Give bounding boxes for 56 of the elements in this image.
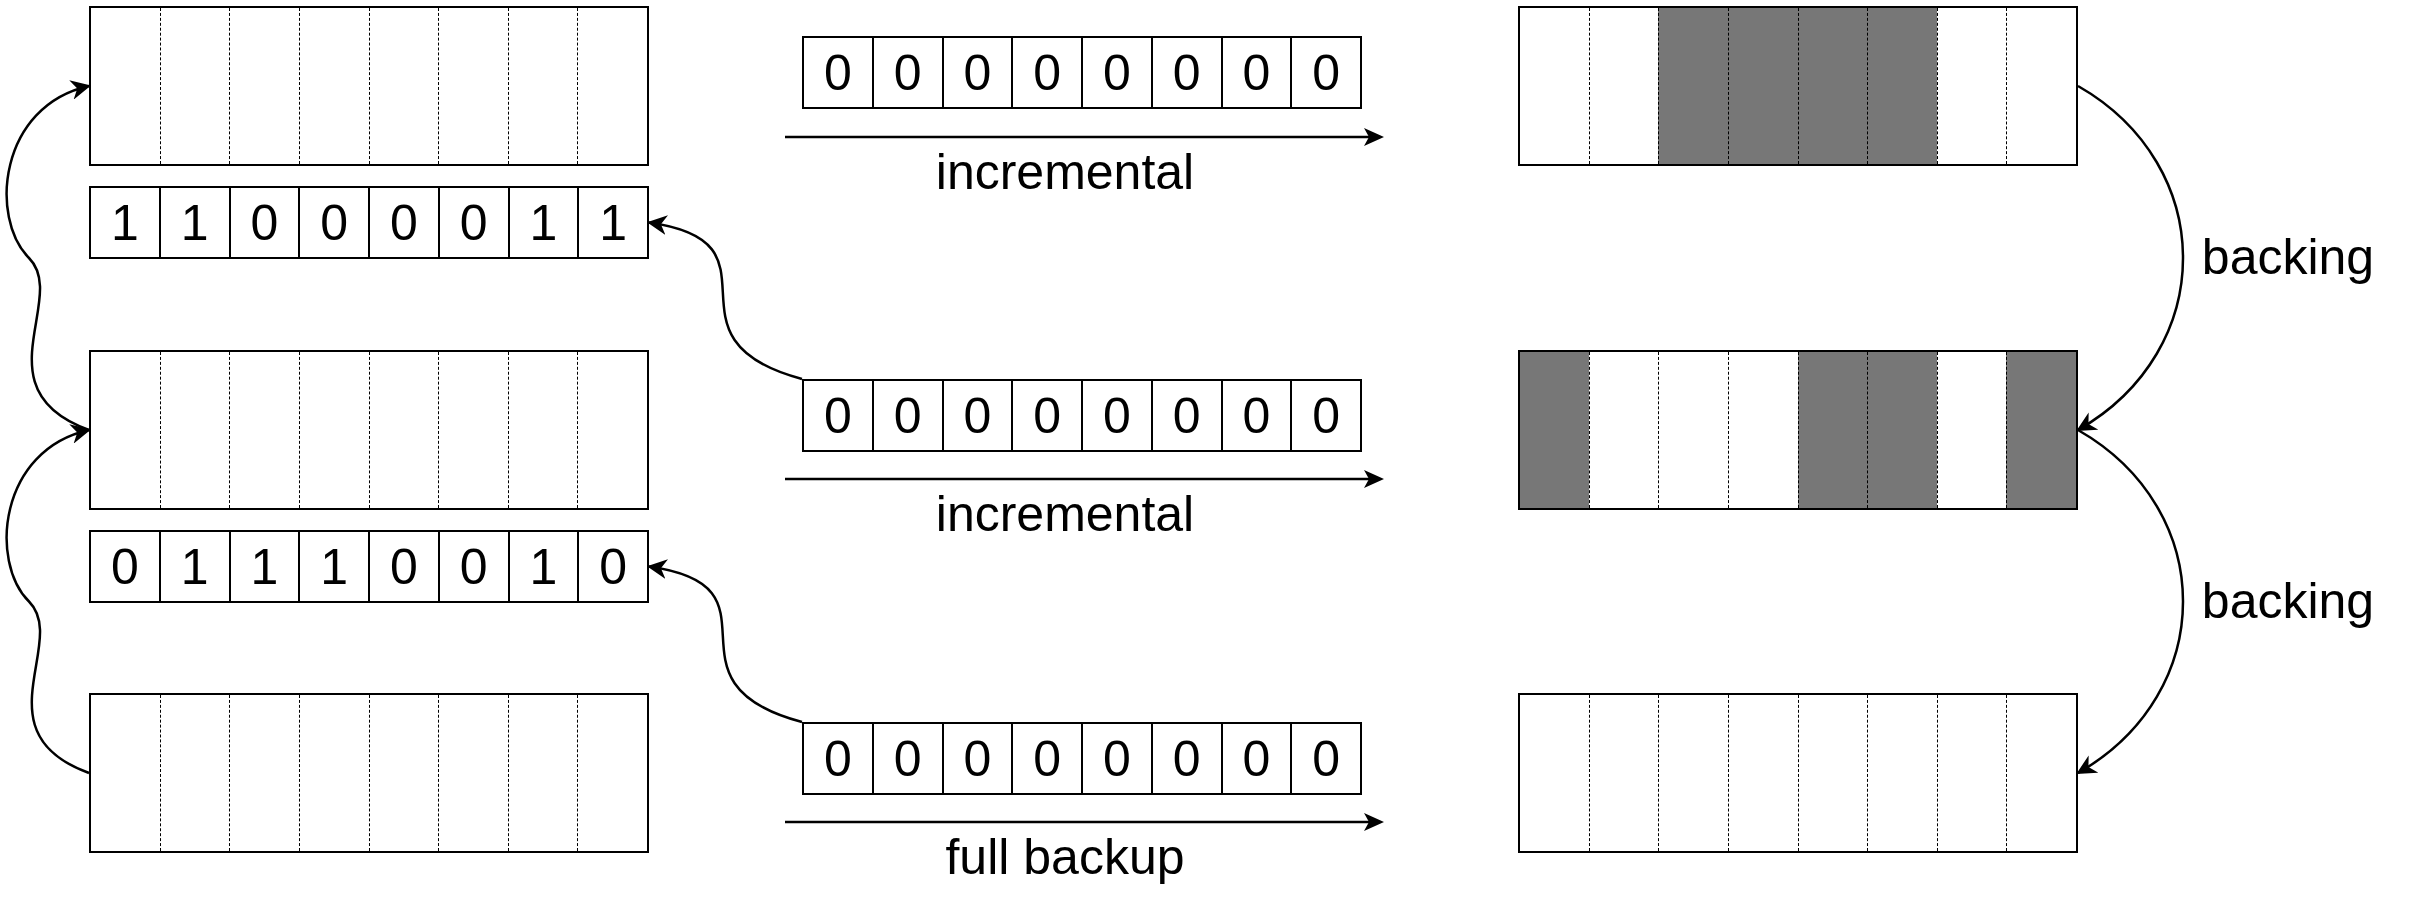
bit-cell: 1 [507, 188, 578, 257]
bit-cell-text: 0 [822, 386, 853, 446]
bit-cell: 0 [228, 188, 299, 257]
bit-cell: 0 [871, 724, 942, 793]
bit-cell: 0 [1011, 724, 1081, 793]
arrow-label: incremental [934, 143, 1196, 201]
bit-cell: 0 [1150, 724, 1221, 793]
bit-cell: 1 [158, 188, 229, 257]
bit-cell: 0 [1011, 381, 1081, 450]
bit-cell: 0 [437, 188, 508, 257]
bit-cell: 1 [577, 188, 647, 257]
bit-cell: 0 [1290, 724, 1360, 793]
memory-block-drawing [89, 350, 649, 510]
memory-block-drawing [1518, 693, 2078, 853]
bit-cell: 0 [871, 38, 942, 107]
bit-cell: 1 [158, 532, 229, 601]
bit-cell-text: 1 [109, 193, 140, 253]
memory-block-drawing [1518, 6, 2078, 166]
bit-cell: 0 [1290, 381, 1360, 450]
bit-cell: 0 [941, 724, 1012, 793]
bit-cell-text: 0 [822, 43, 853, 103]
bit-cell: 0 [871, 381, 942, 450]
bit-cell-text: 0 [822, 729, 853, 789]
memory-block-drawing [89, 6, 649, 166]
bit-cell: 0 [368, 532, 438, 601]
bit-cell: 0 [1290, 38, 1360, 107]
bit-cell: 1 [228, 532, 299, 601]
curved-arrow [5, 426, 91, 775]
memory-block-drawing [89, 693, 649, 853]
bit-cell: 0 [1150, 381, 1221, 450]
bit-cell: 0 [941, 38, 1012, 107]
bit-cell: 0 [1220, 724, 1291, 793]
bit-cell: 1 [298, 532, 368, 601]
bit-cell: 0 [1081, 38, 1151, 107]
bit-cell: 0 [1081, 381, 1151, 450]
bit-cell: 0 [1220, 381, 1291, 450]
bitmap-row [802, 379, 1362, 452]
bit-cell: 0 [1081, 724, 1151, 793]
curved-arrow [5, 82, 91, 432]
bit-cell-text: 0 [109, 537, 140, 597]
arrow-label: full backup [944, 828, 1186, 886]
bit-cell: 0 [298, 188, 368, 257]
bit-cell: 0 [941, 381, 1012, 450]
bit-cell: 0 [1150, 38, 1221, 107]
bitmap-row [802, 722, 1362, 795]
bitmap-row [89, 186, 649, 259]
arrow-label: incremental [934, 485, 1196, 543]
bit-cell: 0 [577, 532, 647, 601]
bitmap-row [89, 530, 649, 603]
bit-cell: 0 [368, 188, 438, 257]
bit-cell: 0 [437, 532, 508, 601]
bit-cell: 0 [1220, 38, 1291, 107]
bit-cell: 0 [1011, 38, 1081, 107]
bitmap-row [802, 36, 1362, 109]
memory-block-drawing [1518, 350, 2078, 510]
bit-cell: 1 [507, 532, 578, 601]
